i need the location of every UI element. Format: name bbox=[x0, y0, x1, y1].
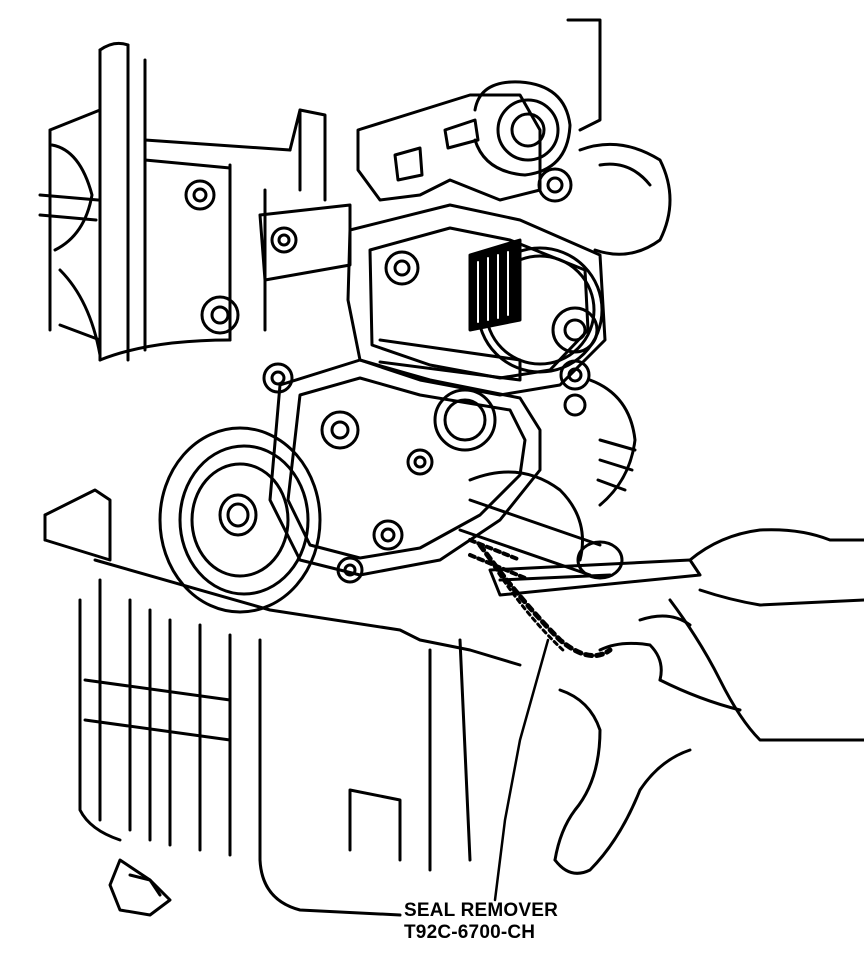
idler-pulley bbox=[473, 80, 672, 256]
callout-leader-line bbox=[493, 638, 550, 902]
tool-part-number: T92C-6700-CH bbox=[404, 922, 536, 943]
tool-name-label: SEAL REMOVER bbox=[404, 900, 559, 921]
crankshaft-pulley bbox=[158, 426, 322, 614]
mounting-bolts bbox=[184, 167, 591, 584]
callout-label: SEAL REMOVER T92C-6700-CH bbox=[404, 900, 558, 944]
oil-pan bbox=[43, 488, 522, 917]
timing-sprocket bbox=[468, 238, 604, 374]
shaft-cap bbox=[378, 338, 522, 452]
technician-hand bbox=[553, 528, 864, 875]
seal-remover-tool bbox=[468, 538, 702, 659]
